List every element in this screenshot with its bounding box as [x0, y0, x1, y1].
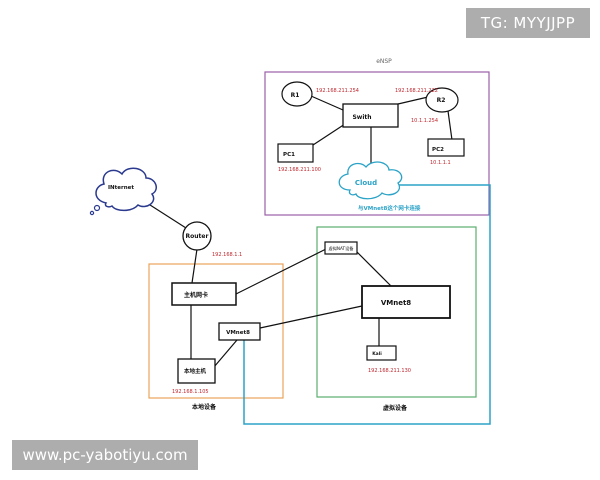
ensp-title: eNSP	[376, 58, 392, 65]
router-shape	[182, 221, 212, 251]
link-switch-pc1	[312, 123, 346, 146]
kali-ip: 192.168.211.130	[368, 368, 411, 374]
pc2-node[interactable]: PC2	[427, 138, 465, 157]
pc1-node[interactable]: PC1	[277, 143, 314, 163]
kali-node[interactable]: Kali	[366, 345, 397, 361]
router-r2[interactable]: R2	[425, 87, 459, 113]
virtual-frame	[316, 226, 477, 398]
link-nic-nat	[235, 248, 327, 295]
router-node[interactable]: Router	[182, 221, 212, 251]
local-vmnet8-shape	[218, 322, 261, 341]
nat-device-label: 虚拟NAT设备	[329, 245, 355, 252]
router-ip: 192.168.1.1	[212, 252, 242, 258]
internet-node[interactable]: INternet	[89, 167, 157, 216]
router-r2-shape	[425, 87, 459, 113]
router-r1-shape	[281, 81, 313, 107]
r2-second-ip: 10.1.1.254	[411, 118, 438, 124]
pc1-shape	[277, 143, 314, 163]
r2-ip: 192.168.211.222	[395, 88, 438, 94]
cloud-vmnet8-link	[243, 184, 491, 425]
pc2-label: PC2	[432, 147, 444, 153]
link-local-vmnet8-virtual-vmnet8	[259, 305, 363, 329]
link-r2-pc2	[447, 110, 453, 141]
link-local-vmnet8-host	[213, 339, 238, 368]
local-host-shape	[177, 358, 216, 384]
switch-shape	[342, 103, 399, 128]
watermark-top-right: TG: MYYJJPP	[466, 8, 590, 38]
router-r1[interactable]: R1	[281, 81, 313, 107]
watermark-bottom-left: www.pc-yabotiyu.com	[12, 440, 198, 470]
kali-shape	[366, 345, 397, 361]
local-host-label: 本地主机	[184, 367, 207, 375]
local-vmnet8-node[interactable]: VMnet8	[218, 322, 261, 341]
local-vmnet8-label: VMnet8	[226, 330, 250, 336]
link-router-nic	[191, 248, 198, 284]
virtual-vmnet8-label: VMnet8	[381, 299, 411, 307]
cloud-icon	[338, 161, 403, 200]
ensp-frame	[264, 71, 490, 216]
cloud-label: Cloud	[355, 179, 377, 187]
kali-label: Kali	[372, 351, 382, 357]
pc1-label: PC1	[283, 152, 295, 158]
router-r2-label: R2	[437, 97, 446, 104]
switch-node[interactable]: Swith	[342, 103, 399, 128]
link-switch-r2	[397, 96, 429, 105]
virtual-vmnet8-shape	[361, 285, 451, 319]
internet-label: INternet	[108, 185, 134, 191]
link-r1-switch	[310, 95, 344, 111]
router-r1-label: R1	[291, 92, 300, 99]
link-nat-vmnet8	[355, 250, 392, 287]
virtual-title: 虚拟设备	[383, 404, 408, 412]
local-host-ip: 192.168.1.105	[172, 389, 209, 395]
local-frame	[148, 263, 284, 399]
pc2-shape	[427, 138, 465, 157]
host-nic-label: 主机网卡	[184, 291, 208, 299]
pc2-ip: 10.1.1.1	[430, 160, 451, 166]
virtual-vmnet8-node[interactable]: VMnet8	[361, 285, 451, 319]
local-host-node[interactable]: 本地主机	[177, 358, 216, 384]
links	[135, 95, 453, 368]
host-nic-node[interactable]: 主机网卡	[171, 282, 237, 306]
local-title: 本地设备	[192, 403, 217, 411]
nat-device-node[interactable]: 虚拟NAT设备	[324, 241, 358, 255]
router-label: Router	[186, 233, 209, 240]
internet-bubble-1	[93, 204, 101, 212]
r1-ip: 192.168.211.254	[316, 88, 359, 94]
host-nic-shape	[171, 282, 237, 306]
internet-bubble-2	[89, 210, 95, 216]
nat-device-shape	[324, 241, 358, 255]
switch-label: Swith	[352, 114, 371, 121]
ensp-cloud-node[interactable]: Cloud	[338, 161, 403, 200]
pc1-ip: 192.168.211.100	[278, 167, 321, 173]
internet-cloud-icon	[95, 167, 157, 212]
cloud-note: 与VMnet8这个网卡连接	[358, 204, 421, 212]
